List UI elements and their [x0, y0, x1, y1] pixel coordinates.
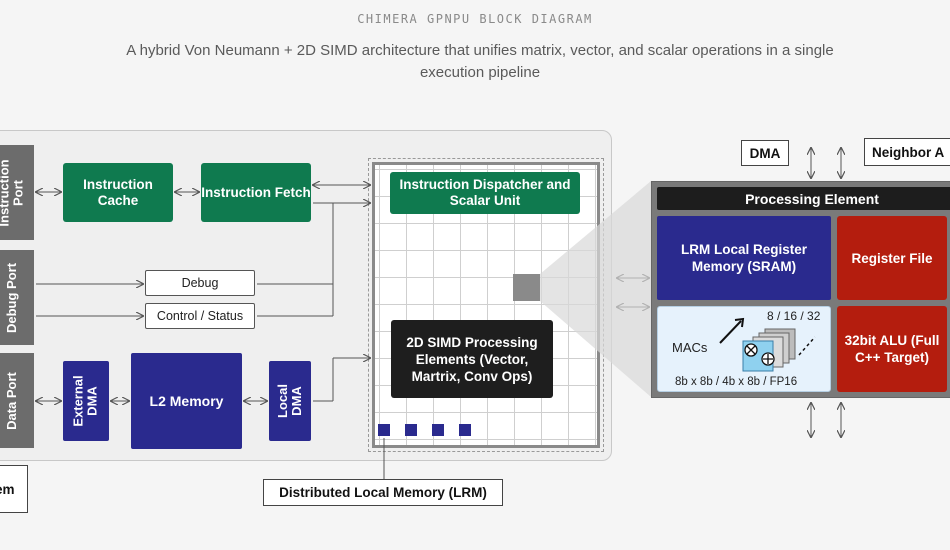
- mac-widths-label: 8 / 16 / 32: [767, 309, 821, 323]
- instruction-dispatcher-block: Instruction Dispatcher and Scalar Unit: [390, 172, 580, 214]
- local-dma-block: Local DMA: [269, 361, 311, 441]
- external-dma-block: External DMA: [63, 361, 109, 441]
- diagram-subtitle: A hybrid Von Neumann + 2D SIMD architect…: [126, 42, 834, 81]
- instruction-cache-block: Instruction Cache: [63, 163, 173, 222]
- instruction-fetch-block: Instruction Fetch: [201, 163, 311, 222]
- selected-pe-cell: [513, 274, 540, 301]
- lrm-square: [405, 424, 417, 436]
- processing-element-title: Processing Element: [657, 187, 950, 210]
- dma-label: DMA: [741, 140, 789, 166]
- distributed-lrm-label: Distributed Local Memory (LRM): [263, 479, 503, 506]
- diagram-title: CHIMERA GPNPU BLOCK DIAGRAM: [357, 12, 593, 26]
- debug-port: Debug Port: [0, 250, 34, 345]
- mac-formats-label: 8b x 8b / 4b x 8b / FP16: [675, 376, 798, 388]
- lrm-square: [432, 424, 444, 436]
- macs-label: MACs: [672, 340, 708, 355]
- lrm-square: [378, 424, 390, 436]
- l2-memory-block: L2 Memory: [131, 353, 242, 449]
- data-port: Data Port: [0, 353, 34, 448]
- register-file-block: Register File: [837, 216, 947, 300]
- simd-processing-elements-block: 2D SIMD Processing Elements (Vector, Mar…: [391, 320, 553, 398]
- instruction-port: Instruction Port: [0, 145, 34, 240]
- lrm-square: [459, 424, 471, 436]
- neighbor-label: Neighbor A: [864, 138, 950, 166]
- lrm-block: LRM Local Register Memory (SRAM): [657, 216, 831, 300]
- mac-units-icon: [719, 317, 816, 372]
- system-label-partial: em: [0, 465, 28, 513]
- control-status-block: Control / Status: [145, 303, 255, 329]
- alu-block: 32bit ALU (Full C++ Target): [837, 306, 947, 392]
- debug-block: Debug: [145, 270, 255, 296]
